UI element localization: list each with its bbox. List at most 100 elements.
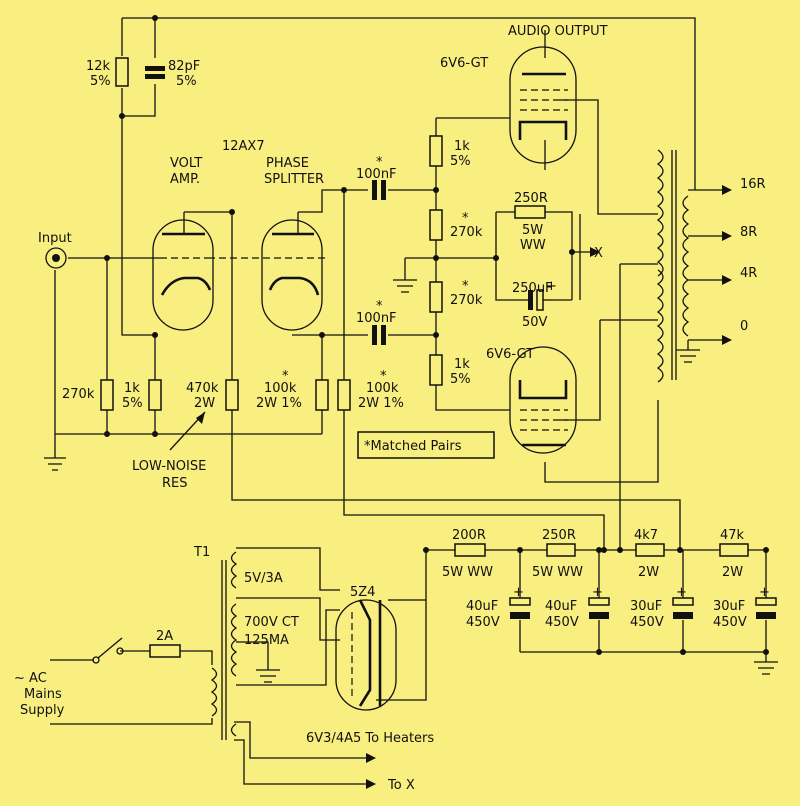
matched-pairs-label: *Matched Pairs <box>364 439 462 454</box>
tube-label-6v6-bottom: 6V6-GT <box>486 347 534 362</box>
fuse-2a <box>149 644 181 658</box>
valve-phase-splitter <box>208 212 326 331</box>
component-label: 2A <box>156 629 173 644</box>
resistor-250r-ps <box>546 543 576 557</box>
component-label: 5% <box>450 372 471 387</box>
capacitor-40uf-2 <box>588 597 610 619</box>
capacitor-30uf-1 <box>672 597 694 619</box>
x-output-label: X <box>594 246 603 261</box>
component-label: 5% <box>122 396 143 411</box>
component-label: 100nF <box>356 167 397 182</box>
resistor-47k-ps <box>719 543 749 557</box>
power-transformer-t1 <box>210 551 238 740</box>
resistors <box>100 57 749 658</box>
component-label: 450V <box>466 615 500 630</box>
tube-label-6v6-top: 6V6-GT <box>440 56 488 71</box>
resistor-12k <box>115 57 129 87</box>
resistor-4k7-ps <box>635 543 665 557</box>
component-label: 1k <box>454 139 470 154</box>
valve-volt-amp <box>152 212 214 331</box>
ac-mains-line3: Supply <box>20 703 65 718</box>
component-label: + <box>592 585 603 600</box>
component-label: WW <box>520 238 546 253</box>
component-label: 82pF <box>168 59 200 74</box>
ground-icons <box>44 279 778 683</box>
resistor-1k-bottom <box>429 354 443 386</box>
component-label: 5% <box>450 154 471 169</box>
component-label: 2W <box>638 565 659 580</box>
component-label: 270k <box>450 225 483 240</box>
component-label: 470k <box>186 381 219 396</box>
component-label: 50V <box>522 315 548 330</box>
component-label: 40uF <box>545 599 577 614</box>
star-marker: * <box>380 369 387 384</box>
component-label: + <box>513 585 524 600</box>
tap-4r: 4R <box>740 266 757 281</box>
star-marker: * <box>282 369 289 384</box>
capacitor-40uf-1 <box>509 597 531 619</box>
component-label: 1k <box>454 357 470 372</box>
capacitor-250uf <box>528 289 553 311</box>
component-label: 700V CT <box>244 615 299 630</box>
component-label: 5V/3A <box>244 571 283 586</box>
tube-label-5z4: 5Z4 <box>350 585 375 600</box>
capacitor-30uf-2 <box>755 597 777 619</box>
capacitor-100nf-upper <box>372 180 386 200</box>
component-label: 250uF <box>512 281 553 296</box>
ground-icon <box>44 434 66 471</box>
component-label: 450V <box>713 615 747 630</box>
ground-icon <box>393 279 417 293</box>
star-marker: * <box>462 211 469 226</box>
low-noise-line1: LOW-NOISE <box>132 459 206 474</box>
capacitors: + + + + + <box>145 66 777 619</box>
tap-16r: 16R <box>740 177 766 192</box>
resistor-100k-a <box>315 379 329 411</box>
component-label: 40uF <box>466 599 498 614</box>
component-label: 12k <box>86 59 111 74</box>
component-label: 1k <box>124 381 140 396</box>
component-label: 2W <box>722 565 743 580</box>
component-label: 450V <box>545 615 579 630</box>
resistor-470k <box>225 379 239 411</box>
tap-8r: 8R <box>740 225 757 240</box>
text-labels: AUDIO OUTPUT 6V6-GT 6V6-GT 12AX7 VOLT AM… <box>14 24 766 793</box>
component-label: 100nF <box>356 311 397 326</box>
resistor-200r-ps <box>454 543 486 557</box>
input-jack-icon[interactable] <box>45 247 67 269</box>
component-label: 5W <box>522 223 543 238</box>
valve-6v6-top <box>509 46 577 164</box>
component-label: 47k <box>720 528 745 543</box>
phase-line1: PHASE <box>266 156 309 171</box>
output-transformer <box>656 149 690 383</box>
resistor-100k-b <box>337 379 351 411</box>
volt-amp-line2: AMP. <box>170 172 200 187</box>
component-label: 30uF <box>713 599 745 614</box>
resistor-1k-cathode <box>148 379 162 411</box>
tube-label-12ax7: 12AX7 <box>222 139 265 154</box>
audio-output-label: AUDIO OUTPUT <box>508 24 608 39</box>
low-noise-line2: RES <box>162 476 188 491</box>
component-label: 100k <box>264 381 297 396</box>
star-marker: * <box>376 299 383 314</box>
component-label: 270k <box>450 293 483 308</box>
ground-icon <box>676 349 700 363</box>
wiring <box>50 17 767 785</box>
resistor-1k-top <box>429 135 443 167</box>
star-marker: * <box>462 279 469 294</box>
heaters-label: 6V3/4A5 To Heaters <box>306 731 434 746</box>
resistor-270k-input <box>100 379 114 411</box>
component-label: 2W 1% <box>256 396 302 411</box>
component-label: + <box>759 585 770 600</box>
ac-mains-line1: ~ AC <box>14 671 47 686</box>
input-label: Input <box>38 231 72 246</box>
resistor-250r-cathode <box>514 205 546 219</box>
resistor-270k-bottom <box>429 281 443 313</box>
matched-pairs-box <box>357 431 495 459</box>
resistor-270k-top <box>429 209 443 241</box>
component-label: 250R <box>542 528 576 543</box>
volt-amp-line1: VOLT <box>170 156 202 171</box>
component-label: + <box>546 279 557 294</box>
mains-switch-icon[interactable] <box>92 637 124 664</box>
component-label: 2W <box>194 396 215 411</box>
